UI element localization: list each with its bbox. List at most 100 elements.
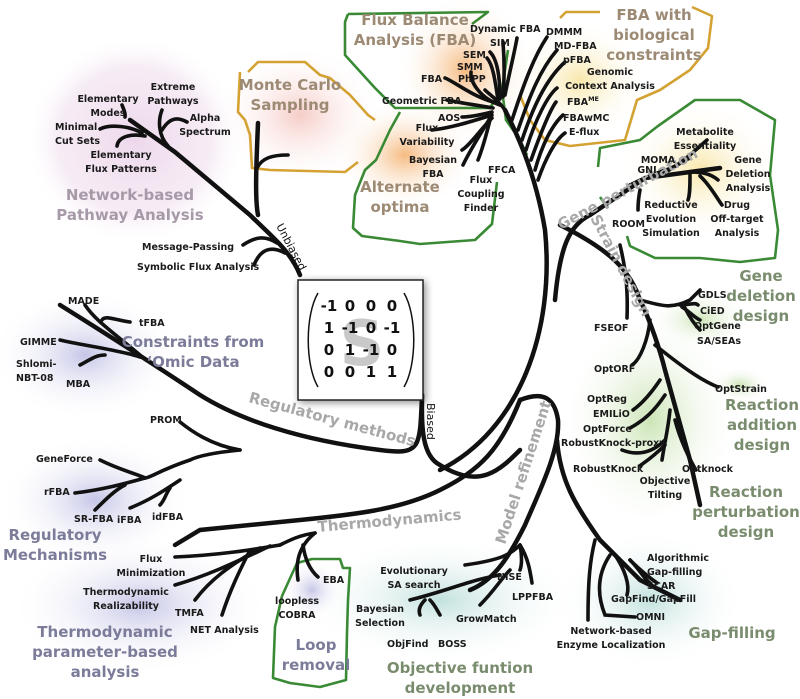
leaf-eba-line: EBA xyxy=(323,575,345,586)
category-flux-balance-analysis-line: Analysis (FBA) xyxy=(354,31,477,49)
category-gene-deletion-design-line: Gene xyxy=(739,267,782,285)
leaf-robustknock: RobustKnock xyxy=(573,464,644,475)
leaf-reductive-evolution-simulation-line: Evolution xyxy=(646,214,697,225)
matrix-cell: 0 xyxy=(345,297,355,315)
leaf-mba: MBA xyxy=(66,379,91,390)
category-gene-deletion-design-line: deletion xyxy=(726,287,796,305)
leaf-gdls-line: GDLS xyxy=(698,290,727,301)
leaf-genomic-context-analysis-line: Context Analysis xyxy=(565,81,655,92)
category-reaction-perturbation-design-line: perturbation xyxy=(692,503,800,521)
leaf-genomic-context-analysis-line: Genomic xyxy=(587,67,633,78)
halo-objective xyxy=(300,535,580,665)
outline-fba xyxy=(343,10,497,110)
leaf-scar-line: SCAR xyxy=(647,581,676,592)
leaf-elementary-flux-patterns-line: Flux Patterns xyxy=(85,164,157,175)
outline-loop-removal xyxy=(271,557,352,689)
leaf-message-passing-line: Message-Passing xyxy=(142,242,234,253)
leaf-growmatch: GrowMatch xyxy=(456,614,517,625)
leaf-thermodynamic-realizability-line: Realizability xyxy=(93,601,160,612)
leaf-loopless-cobra-line: loopless xyxy=(275,596,319,607)
leaf-objfind: ObjFind xyxy=(387,639,428,650)
leaf-robustknock-proxy: RobustKnock-proxy xyxy=(561,438,666,449)
leaf-dynamic-fba: Dynamic FBA xyxy=(470,24,541,35)
leaf-idfba: idFBA xyxy=(152,512,184,523)
leaf-drug-off-target-analysis-line: Off-target xyxy=(710,214,764,225)
leaf-growmatch-line: GrowMatch xyxy=(456,614,517,625)
leaf-md-fba-line: MD-FBA xyxy=(554,41,597,52)
leaf-emilio-line: EMILiO xyxy=(593,409,630,420)
outline-monte-carlo xyxy=(236,60,376,174)
leaf-gimme-line: GIMME xyxy=(20,337,57,348)
leaf-gdls: GDLS xyxy=(698,290,727,301)
leaf-gene-deletion-analysis-line: Gene xyxy=(734,155,761,166)
leaf-optgene: OptGene xyxy=(694,321,741,332)
leaf-room: ROOM xyxy=(612,219,645,230)
leaf-optgene-line: OptGene xyxy=(694,321,741,332)
leaf-dmmm-line: DMMM xyxy=(546,27,582,38)
leaf-tmfa: TMFA xyxy=(175,608,204,619)
leaf-tfba-line: tFBA xyxy=(139,318,165,329)
matrix-box xyxy=(297,279,424,401)
leaf-flux-variability-line: Variability xyxy=(400,137,456,148)
leaf-boss: BOSS xyxy=(438,639,467,650)
category-objective-function-development-line: development xyxy=(405,679,516,697)
category-objective-function-development-line: Objective funtion xyxy=(387,659,533,677)
leaf-gni-line: GNI xyxy=(637,165,656,176)
leaf-optreg: OptReg xyxy=(587,394,627,405)
leaf-moma: MOMA xyxy=(641,155,676,166)
leaf-sim: SIM xyxy=(490,38,510,49)
category-thermodynamic-parameter-analysis-line: analysis xyxy=(71,663,140,681)
category-regulatory-mechanisms-line: Mechanisms xyxy=(3,546,107,564)
halo-omic xyxy=(0,290,180,420)
leaf-ffca-line: FFCA xyxy=(488,165,516,176)
matrix-cell: 0 xyxy=(366,297,376,315)
leaf-rfba-line: rFBA xyxy=(44,487,70,498)
category-network-pathway-analysis-line: Network-based xyxy=(66,186,194,204)
leaf-idfba-line: idFBA xyxy=(152,512,184,523)
leaf-robustknock-proxy-line: RobustKnock-proxy xyxy=(561,438,666,449)
leaf-bayesian-fba-line: FBA xyxy=(422,169,444,180)
matrix-cell: -1 xyxy=(342,319,359,337)
category-thermodynamic-parameter-analysis-line: Thermodynamic xyxy=(37,623,172,641)
leaf-fseof: FSEOF xyxy=(594,323,628,334)
category-gap-filling-line: Gap-filling xyxy=(688,624,775,642)
leaf-sa-seas-line: SA/SEAs xyxy=(697,336,741,347)
leaf-drug-off-target-analysis-line: Analysis xyxy=(715,228,760,239)
leaf-message-passing: Message-Passing xyxy=(142,242,234,253)
leaf-sem-line: SEM xyxy=(463,50,486,61)
leaf-evolutionary-sa-search-line: Evolutionary xyxy=(380,566,448,577)
leaf-sr-fba-line: SR-FBA xyxy=(74,514,114,525)
leaf-aos: AOS xyxy=(438,113,460,124)
outline-gene-perturbation xyxy=(596,98,780,264)
leaf-network-based-enzyme-localization-line: Network-based xyxy=(570,626,651,637)
leaf-flux-coupling-finder-line: Flux xyxy=(470,175,493,186)
leaf-prom: PROM xyxy=(150,415,182,426)
leaf-cied-line: CiED xyxy=(700,306,725,317)
leaf-gapfind-gapfill-line: GapFind/GapFill xyxy=(611,594,696,605)
category-flux-balance-analysis-line: Flux Balance xyxy=(361,11,469,29)
leaf-rfba: rFBA xyxy=(44,487,70,498)
category-loop-removal-line: removal xyxy=(282,656,351,674)
halo-network-pathway xyxy=(25,35,245,245)
leaf-lppfba: LPPFBA xyxy=(512,592,554,603)
matrix-cell: -1 xyxy=(363,341,380,359)
leaf-phpp-line: PhPP xyxy=(458,74,486,85)
leaf-prom-line: PROM xyxy=(150,415,182,426)
category-alternate-optima-line: Alternate xyxy=(360,178,440,196)
leaf-optorf-line: OptORF xyxy=(594,364,635,375)
category-objective-function-development: Objective funtion development xyxy=(387,659,533,697)
leaf-tfba: tFBA xyxy=(139,318,165,329)
leaf-gene-deletion-analysis-line: Analysis xyxy=(726,183,771,194)
category-reaction-addition-design-line: Reaction xyxy=(725,396,799,414)
